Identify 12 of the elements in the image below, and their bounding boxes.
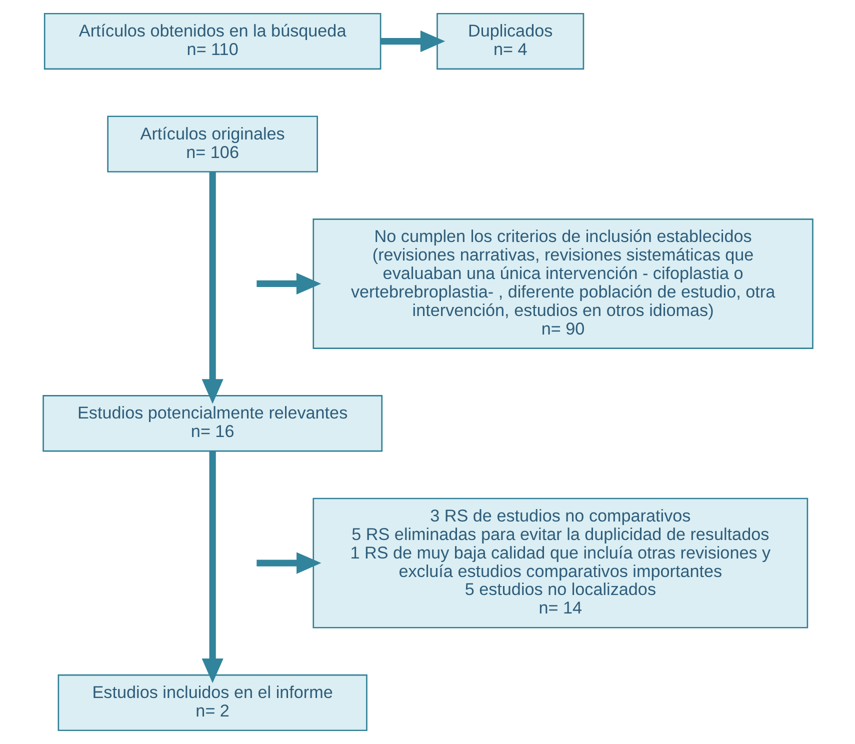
node-box: Estudios potencialmente relevantes n= 16 — [42, 395, 382, 452]
node-box: Artículos originales n= 106 — [106, 116, 318, 172]
node-box: Duplicados n= 4 — [436, 12, 584, 70]
arrow — [380, 30, 445, 52]
arrow — [201, 451, 223, 684]
arrow — [201, 172, 223, 404]
node-box: No cumplen los criterios de inclusión establecidos (revisiones narrativas, revisiones sistemáticas que evaluaban una única intervención - cifoplastia o vertebrebroplastia- , diferente población de estudio, otra intervención, estudios en otros idiomas) n= 90 — [312, 218, 813, 349]
node-box: Estudios incluidos en el informe n= 2 — [57, 674, 367, 732]
arrow — [256, 272, 321, 295]
node-box: 3 RS de estudios no comparativos 5 RS eliminadas para evitar la duplicidad de resultados 1 RS de muy baja calidad que incluía otras revisiones y excluía estudios comparativos importantes 5 estudios no localizados n= 14 — [312, 498, 808, 628]
arrow — [256, 552, 321, 574]
node-box: Artículos obtenidos en la búsqueda n= 110 — [43, 12, 381, 70]
